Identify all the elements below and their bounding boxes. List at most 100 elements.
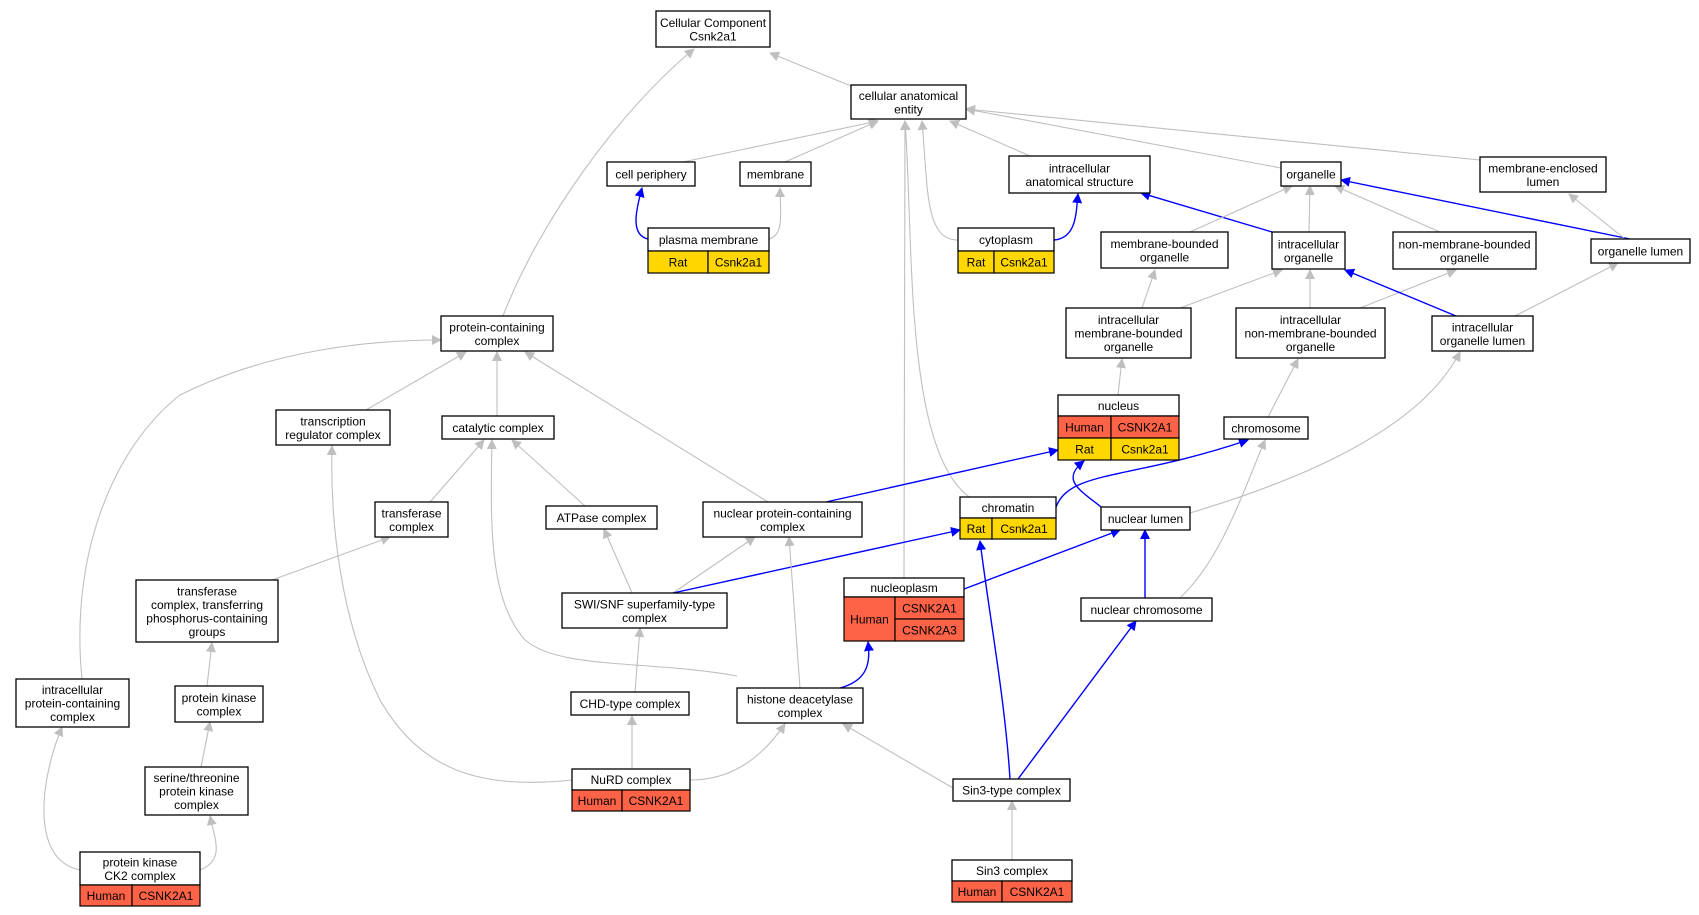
- term-sin3type[interactable]: Sin3-type complex: [952, 778, 1071, 802]
- edge-tctpg-to-transferase: [271, 535, 391, 581]
- term-label: protein kinase: [103, 855, 178, 869]
- term-box: [1065, 307, 1192, 359]
- term-chromosome[interactable]: chromosome: [1223, 416, 1309, 440]
- term-label: complex: [622, 611, 667, 625]
- term-box: [440, 315, 554, 352]
- edge-nuclear_chromosome-to-chromosome: [1179, 439, 1267, 599]
- term-label: intracellular: [1278, 237, 1339, 251]
- term-label: protein-containing: [449, 320, 544, 334]
- term-label: nuclear lumen: [1108, 512, 1183, 526]
- term-label: ATPase complex: [557, 511, 647, 525]
- term-box: [570, 691, 690, 716]
- term-label: intracellular: [1452, 320, 1513, 334]
- edges-layer: [43, 48, 1631, 871]
- term-box: [736, 687, 864, 724]
- term-label: organelle: [1286, 168, 1336, 182]
- term-label: organelle: [1140, 250, 1190, 264]
- species-label: Human: [578, 794, 617, 808]
- term-box: [739, 161, 812, 187]
- term-label: membrane: [747, 168, 805, 182]
- term-label: membrane-enclosed: [1488, 161, 1597, 175]
- species-label: Human: [87, 889, 126, 903]
- term-nuclear_lumen[interactable]: nuclear lumen: [1100, 506, 1191, 531]
- term-label: Csnk2a1: [689, 29, 737, 43]
- term-label: CHD-type complex: [580, 697, 681, 711]
- term-label: complex: [778, 706, 823, 720]
- term-nuclear_chromosome[interactable]: nuclear chromosome: [1080, 597, 1213, 622]
- term-label: membrane-bounded: [1074, 327, 1182, 341]
- term-label: phosphorus-containing: [146, 611, 267, 625]
- edge-pkc-to-tctpg: [205, 642, 216, 687]
- term-label: cytoplasm: [979, 233, 1033, 247]
- term-label: regulator complex: [285, 428, 380, 442]
- edge-swisnf-to-chromatin: [672, 527, 961, 594]
- term-inmbo[interactable]: intracellularnon-membrane-boundedorganel…: [1235, 307, 1386, 359]
- term-label: complex: [174, 798, 219, 812]
- edge-npcc-to-pcc: [524, 351, 769, 503]
- edge-cytoplasm-to-cae: [917, 120, 959, 241]
- gene-label: CSNK2A1: [902, 602, 957, 616]
- gene-cell: [621, 789, 691, 812]
- term-box: [655, 10, 771, 48]
- edge-nurd-to-trc: [326, 445, 573, 783]
- species-label: Human: [1065, 421, 1104, 435]
- gene-cell: [1001, 880, 1073, 903]
- gene-label: Csnk2a1: [1000, 522, 1048, 536]
- edge-mel-to-cae: [965, 104, 1481, 161]
- species-label: Rat: [967, 256, 986, 270]
- gene-label: Csnk2a1: [1121, 443, 1169, 457]
- edge-cell_periphery-to-cae: [682, 117, 879, 163]
- edge-pcc-to-cc_root: [502, 48, 695, 317]
- term-label: plasma membrane: [659, 233, 759, 247]
- term-catalytic[interactable]: catalytic complex: [441, 415, 555, 440]
- term-label: lumen: [1527, 175, 1560, 189]
- term-organelle_lumen[interactable]: organelle lumen: [1590, 238, 1691, 264]
- edge-io-to-organelle: [1304, 185, 1315, 233]
- term-box: [1392, 231, 1537, 270]
- edge-cytoplasm-to-ias: [1053, 193, 1083, 241]
- term-atpase[interactable]: ATPase complex: [545, 505, 658, 530]
- term-label: complex: [197, 704, 242, 718]
- edge-sin3type-to-chromatin: [976, 540, 1011, 780]
- term-cell_periphery[interactable]: cell periphery: [606, 161, 696, 187]
- term-label: membrane-bounded: [1110, 237, 1218, 251]
- edge-trc-to-pcc: [365, 351, 467, 411]
- term-organelle[interactable]: organelle: [1280, 161, 1342, 187]
- edge-stpk-to-pkc: [200, 721, 214, 768]
- term-membrane[interactable]: membrane: [739, 161, 812, 187]
- term-label: protein-containing: [25, 697, 120, 711]
- term-label: transferase: [381, 506, 441, 520]
- term-box: [702, 501, 863, 538]
- term-label: histone deacetylase: [747, 692, 853, 706]
- term-label: complex: [475, 334, 520, 348]
- term-chd[interactable]: CHD-type complex: [570, 691, 690, 716]
